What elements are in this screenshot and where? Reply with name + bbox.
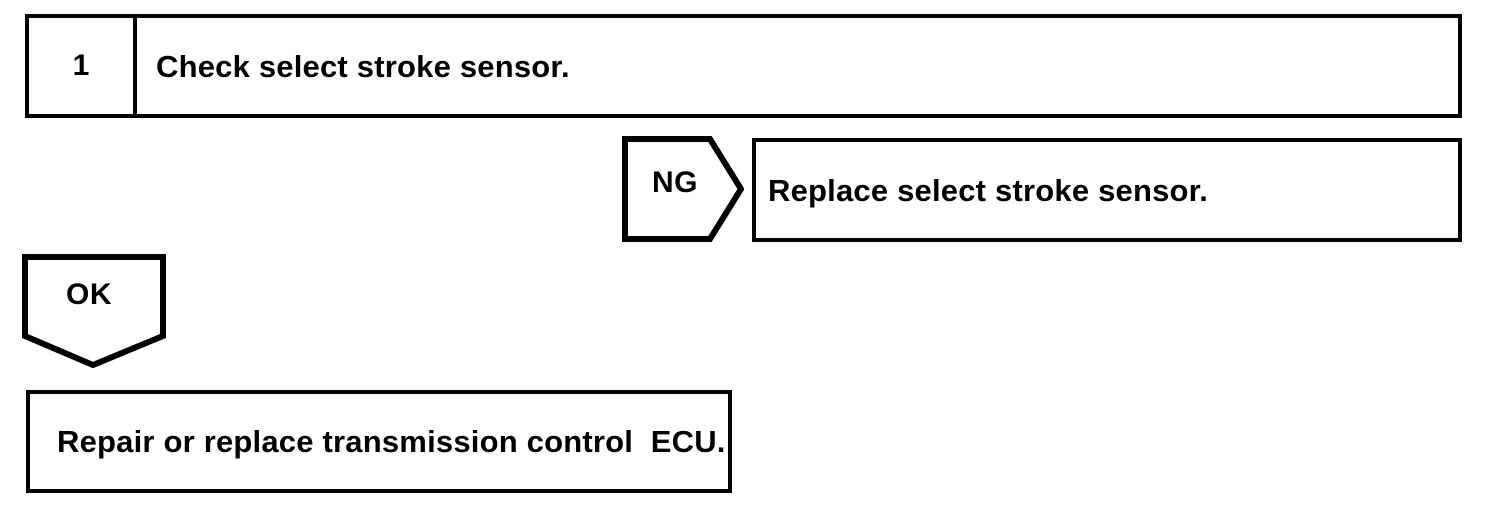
ng-result-text: Replace select stroke sensor. <box>768 172 1209 208</box>
ok-branch-label: OK <box>66 278 112 311</box>
ng-arrow-shape <box>622 136 744 242</box>
ok-arrow-shape <box>22 254 166 368</box>
ng-result-box: Replace select stroke sensor. <box>752 138 1462 242</box>
step-1-number-cell: 1 <box>29 18 137 114</box>
ok-result-box: Repair or replace transmission control E… <box>26 390 732 493</box>
ok-result-text: Repair or replace transmission control E… <box>57 424 726 459</box>
step-1-instruction-text: Check select stroke sensor. <box>156 48 570 84</box>
step-1-instruction-cell: Check select stroke sensor. <box>137 18 1458 114</box>
step-1-box: 1 Check select stroke sensor. <box>25 14 1462 118</box>
ng-branch-label: NG <box>652 166 698 199</box>
step-1-number: 1 <box>72 49 90 82</box>
